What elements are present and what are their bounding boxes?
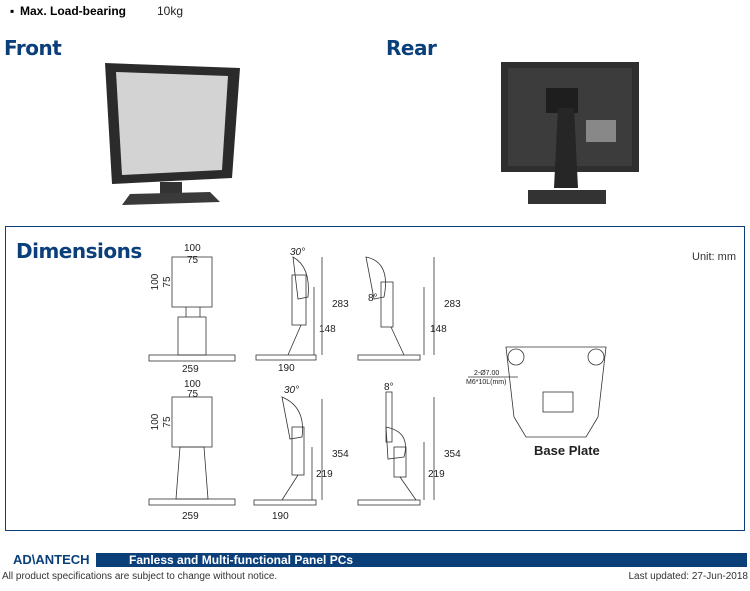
dim-width-100: 100 [184,243,201,254]
dim-depth-190: 190 [278,363,295,374]
dim-height-354: 354 [332,449,349,460]
unit-label: Unit: mm [692,251,736,263]
dim-height-354-b: 354 [444,449,461,460]
dim-height-75: 75 [162,276,173,288]
dim-tilt-30-b: 30° [284,385,299,396]
dim-height-148: 148 [319,324,336,335]
dim-tilt-30: 30° [290,247,305,258]
dim-depth-190-b: 190 [272,511,289,522]
front-monitor-image [105,63,240,205]
front-heading: Front [4,36,62,60]
dim-width-75-b: 75 [187,389,199,400]
advantech-logo: AD\ANTECH [5,553,99,567]
footer-title: Fanless and Multi-functional Panel PCs [129,553,354,567]
dimension-drawings: 100 75 100 75 259 190 30° 283 148 8° 283… [148,243,607,522]
base-plate-title: Base Plate [534,443,600,458]
dim-tilt-8-b: 8° [384,382,394,393]
dim-height-219-b: 219 [428,469,445,480]
rear-monitor-image [501,62,639,204]
base-plate-screw: M6*10L(mm) [466,379,506,386]
dimensions-heading: Dimensions [16,239,142,263]
bullet-icon: ▪ [10,4,15,18]
dim-base-259-b: 259 [182,511,199,522]
dimensions-panel: Dimensions Unit: mm [5,226,745,531]
spec-label: Max. Load-bearing [20,4,127,18]
dim-tilt-8: 8° [368,293,378,304]
footer-bar: AD\ANTECH Fanless and Multi-functional P… [5,553,747,567]
dim-height-219: 219 [316,469,333,480]
dim-height-283: 283 [332,299,349,310]
dim-base-259: 259 [182,364,199,375]
spec-row: ▪ Max. Load-bearing 10kg [10,4,183,18]
base-plate-hole: 2-Ø7.00 [474,370,499,377]
dim-height-100-b: 100 [150,413,161,430]
footer-updated: Last updated: 27-Jun-2018 [628,571,748,582]
dim-width-75: 75 [187,255,199,266]
dim-height-75-b: 75 [162,416,173,428]
footer-note: All product specifications are subject t… [2,571,278,582]
dim-height-100: 100 [150,273,161,290]
dim-height-283-b: 283 [444,299,461,310]
rear-heading: Rear [386,36,437,60]
spec-value: 10kg [157,4,184,18]
dim-height-148-b: 148 [430,324,447,335]
dim-width-100-b: 100 [184,379,201,390]
